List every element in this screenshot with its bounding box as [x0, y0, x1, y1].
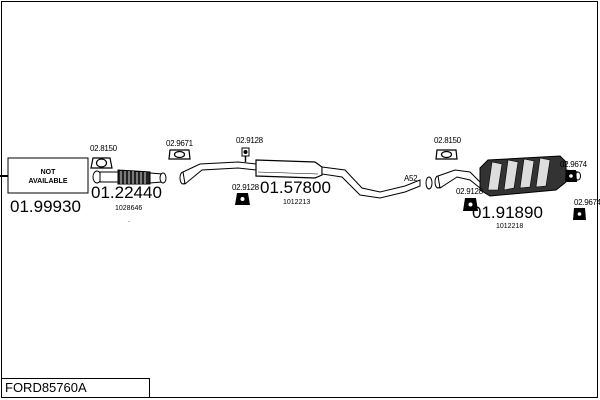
not-available-line-2: AVAILABLE	[28, 178, 67, 185]
hanger-icon[interactable]	[573, 208, 586, 220]
ref-label-3[interactable]: 02.9128	[236, 136, 264, 145]
gasket-icon[interactable]	[90, 157, 113, 169]
part-number-3[interactable]: 01.57800	[260, 178, 331, 197]
diagram-code: FORD85760A	[5, 380, 87, 395]
ref-label-4[interactable]: 02.9128	[232, 183, 260, 192]
not-available-box	[7, 157, 89, 194]
oe-number-2: 1028646	[115, 205, 142, 212]
front-flex-pipe-icon[interactable]	[92, 169, 167, 185]
part-number-4[interactable]: 01.91890	[472, 203, 543, 222]
hanger-icon[interactable]	[241, 147, 250, 162]
ref-label-7[interactable]: 02.9674	[560, 160, 588, 169]
not-available-line-1: NOT	[41, 169, 57, 176]
seal-ring-icon[interactable]	[168, 149, 191, 160]
part-number-1[interactable]: 01.99930	[10, 197, 81, 216]
ref-label-8[interactable]: 02.9674	[574, 198, 600, 207]
oe-tick-2: .	[128, 217, 130, 224]
ref-label-1[interactable]: 02.8150	[90, 144, 118, 153]
clamp-icon[interactable]	[425, 176, 433, 190]
ref-label-2[interactable]: 02.9671	[166, 139, 194, 148]
rubber-mount-icon[interactable]	[463, 198, 478, 211]
ref-label-5[interactable]: 02.8150	[434, 136, 462, 145]
oe-number-4: 1012218	[496, 223, 523, 230]
oe-number-3: 1012213	[283, 199, 310, 206]
ref-label-9[interactable]: A52	[404, 174, 418, 183]
diagram-code-box: FORD85760A	[1, 378, 150, 398]
ref-label-6[interactable]: 02.9128	[456, 187, 484, 196]
rubber-mount-icon[interactable]	[235, 193, 250, 205]
part-number-2[interactable]: 01.22440	[91, 183, 162, 202]
gasket-icon[interactable]	[435, 149, 458, 160]
hanger-icon[interactable]	[565, 170, 577, 182]
middle-pipe-icon[interactable]	[179, 159, 421, 199]
